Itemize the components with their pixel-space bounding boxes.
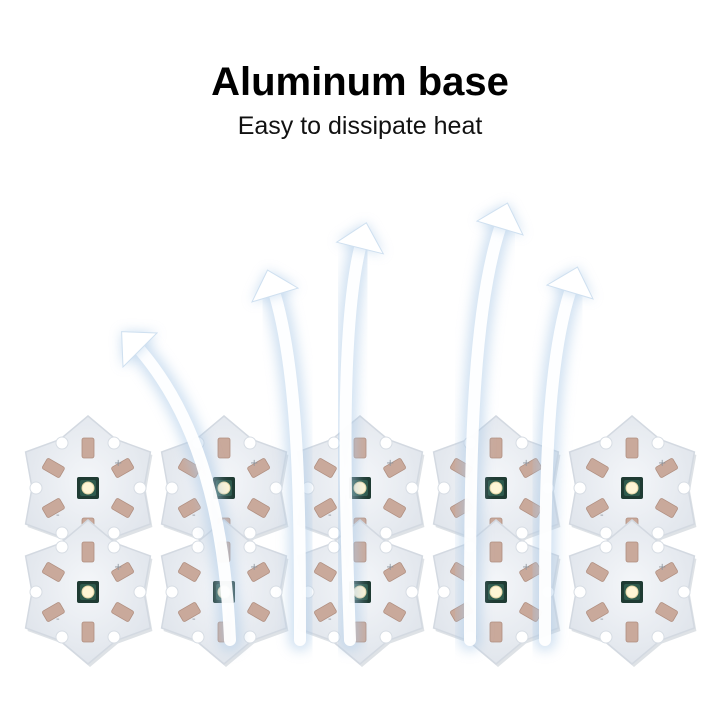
svg-text:+: + (522, 562, 530, 573)
heat-arrow-icon (251, 269, 311, 651)
svg-text:-: - (600, 614, 604, 625)
heat-arrows (121, 202, 594, 651)
star-pcb-board: +- (568, 415, 697, 563)
svg-text:-: - (328, 614, 332, 625)
star-pcb-board: +- (24, 519, 153, 667)
svg-text:+: + (658, 458, 666, 469)
svg-text:-: - (192, 614, 196, 625)
svg-text:+: + (522, 458, 530, 469)
led-chip-icon (485, 477, 507, 499)
heat-arrow-icon (334, 222, 385, 651)
star-pcb-board: +- (568, 519, 697, 667)
svg-text:+: + (114, 458, 122, 469)
star-pcb-board: +- (296, 519, 425, 667)
svg-text:+: + (386, 458, 394, 469)
star-pcb-boards: +-+-+-+-+-+-+-+-+-+- (24, 415, 697, 667)
led-chip-icon (77, 581, 99, 603)
led-chip-icon (621, 581, 643, 603)
led-chip-icon (77, 477, 99, 499)
svg-text:-: - (192, 510, 196, 521)
star-pcb-board: +- (24, 415, 153, 563)
svg-text:+: + (658, 562, 666, 573)
svg-text:+: + (250, 458, 258, 469)
headline: Aluminum base (211, 60, 509, 104)
svg-text:-: - (56, 614, 60, 625)
svg-text:-: - (56, 510, 60, 521)
led-chip-icon (621, 477, 643, 499)
svg-text:-: - (600, 510, 604, 521)
subheadline: Easy to dissipate heat (237, 112, 483, 140)
heat-arrow-icon (459, 202, 524, 651)
heat-arrow-icon (121, 331, 241, 651)
svg-text:+: + (250, 562, 258, 573)
led-chip-icon (485, 581, 507, 603)
heat-arrow-icon (534, 266, 594, 651)
svg-text:-: - (328, 510, 332, 521)
svg-text:+: + (386, 562, 394, 573)
svg-text:+: + (114, 562, 122, 573)
